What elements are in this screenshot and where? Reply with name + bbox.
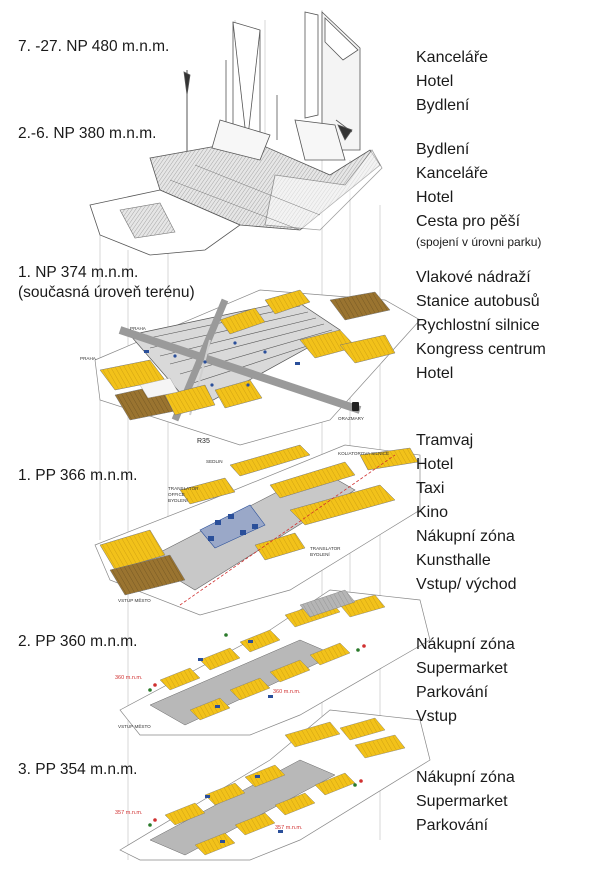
map-label-r35: R35	[197, 438, 210, 445]
map-label-koliatorova: KOLIATOROVA SILNICE	[338, 451, 389, 456]
use-item: Cesta pro pěší	[416, 213, 521, 230]
use-item: Parkování	[416, 684, 489, 701]
use-item: Bydlení	[416, 97, 470, 114]
map-label-praha-2: PRAHA	[80, 356, 97, 361]
use-item: Stanice autobusů	[416, 293, 540, 310]
level-sublabel-1np: (současná úroveň terénu)	[18, 284, 195, 301]
uses-1pp: Tramvaj Hotel Taxi Kino Nákupní zóna Kun…	[416, 429, 517, 597]
plan-2pp	[119, 589, 431, 736]
use-item: Bydlení	[416, 141, 470, 158]
plan-1np	[94, 289, 421, 446]
use-item: Hotel	[416, 456, 454, 473]
use-item: Kanceláře	[416, 49, 489, 66]
podium-2-6	[89, 119, 383, 256]
map-label-translator-2: TRANSLATOR	[310, 546, 341, 551]
use-item: Rychlostní silnice	[416, 317, 540, 334]
level-label-7-27: 7. -27. NP 480 m.n.m.	[18, 38, 170, 55]
towers	[183, 11, 361, 190]
use-item: Vstup	[416, 708, 457, 725]
use-item: Nákupní zóna	[416, 636, 515, 653]
map-label-vstup-mesto-2: VSTUP MĚSTO	[118, 722, 151, 729]
use-item: Supermarket	[416, 660, 508, 677]
uses-3pp: Nákupní zóna Supermarket Parkování	[416, 766, 515, 838]
use-item: Kunsthalle	[416, 552, 491, 569]
map-label-vstup-mesto-1: VSTUP MĚSTO	[118, 596, 151, 603]
use-item: Nákupní zóna	[416, 769, 515, 786]
level-label-2-6: 2.-6. NP 380 m.n.m.	[18, 125, 157, 142]
map-label-elev-360-a: 360 m.n.m.	[115, 675, 143, 681]
use-item: Kino	[416, 504, 449, 521]
use-item: Kanceláře	[416, 165, 489, 182]
map-label-ordazmary: ORAZMARY	[338, 416, 364, 421]
map-labels: PRAHA PRAHA R35 SEDLIN KOLIATOROVA SILNI…	[80, 326, 389, 831]
uses-2-6: Bydlení Kanceláře Hotel Cesta pro pěší (…	[416, 138, 541, 250]
use-note: (spojení v úrovni parku)	[416, 235, 542, 249]
map-label-bydleni-2: BYDLENÍ	[310, 551, 330, 557]
use-item: Tramvaj	[416, 432, 474, 449]
map-label-elev-357-b: 357 m.n.m.	[275, 825, 303, 831]
use-item: Hotel	[416, 189, 454, 206]
uses-7-27: Kanceláře Hotel Bydlení	[416, 46, 488, 118]
use-item: Hotel	[416, 365, 454, 382]
level-label-2pp: 2. PP 360 m.n.m.	[18, 633, 138, 650]
uses-1np: Vlakové nádraží Stanice autobusů Rychlos…	[416, 266, 546, 386]
map-label-elev-360-b: 360 m.n.m.	[273, 689, 301, 695]
use-item: Parkování	[416, 817, 489, 834]
use-item: Supermarket	[416, 793, 508, 810]
plan-1pp	[94, 444, 421, 616]
use-item: Hotel	[416, 73, 454, 90]
map-label-sedlin: SEDLIN	[206, 459, 223, 464]
level-label-1np: 1. NP 374 m.n.m. (současná úroveň terénu…	[18, 264, 195, 301]
uses-2pp: Nákupní zóna Supermarket Parkování Vstup	[416, 633, 515, 729]
level-label-1pp: 1. PP 366 m.n.m.	[18, 467, 138, 484]
use-item: Taxi	[416, 480, 445, 497]
tower-center	[304, 11, 319, 119]
map-label-bydleni-1: BYDLENÍ	[168, 497, 188, 503]
map-label-praha-1: PRAHA	[130, 326, 147, 331]
use-item: Nákupní zóna	[416, 528, 515, 545]
map-label-office: OFFICE	[168, 492, 185, 497]
use-item: Vstup/ východ	[416, 576, 517, 593]
level-label-3pp: 3. PP 354 m.n.m.	[18, 761, 138, 778]
plan-3pp	[119, 709, 431, 861]
use-item: Kongress centrum	[416, 341, 546, 358]
use-item: Vlakové nádraží	[416, 269, 531, 286]
map-label-elev-357-a: 357 m.n.m.	[115, 810, 143, 816]
map-label-translator-1: TRANSLATOR	[168, 486, 199, 491]
